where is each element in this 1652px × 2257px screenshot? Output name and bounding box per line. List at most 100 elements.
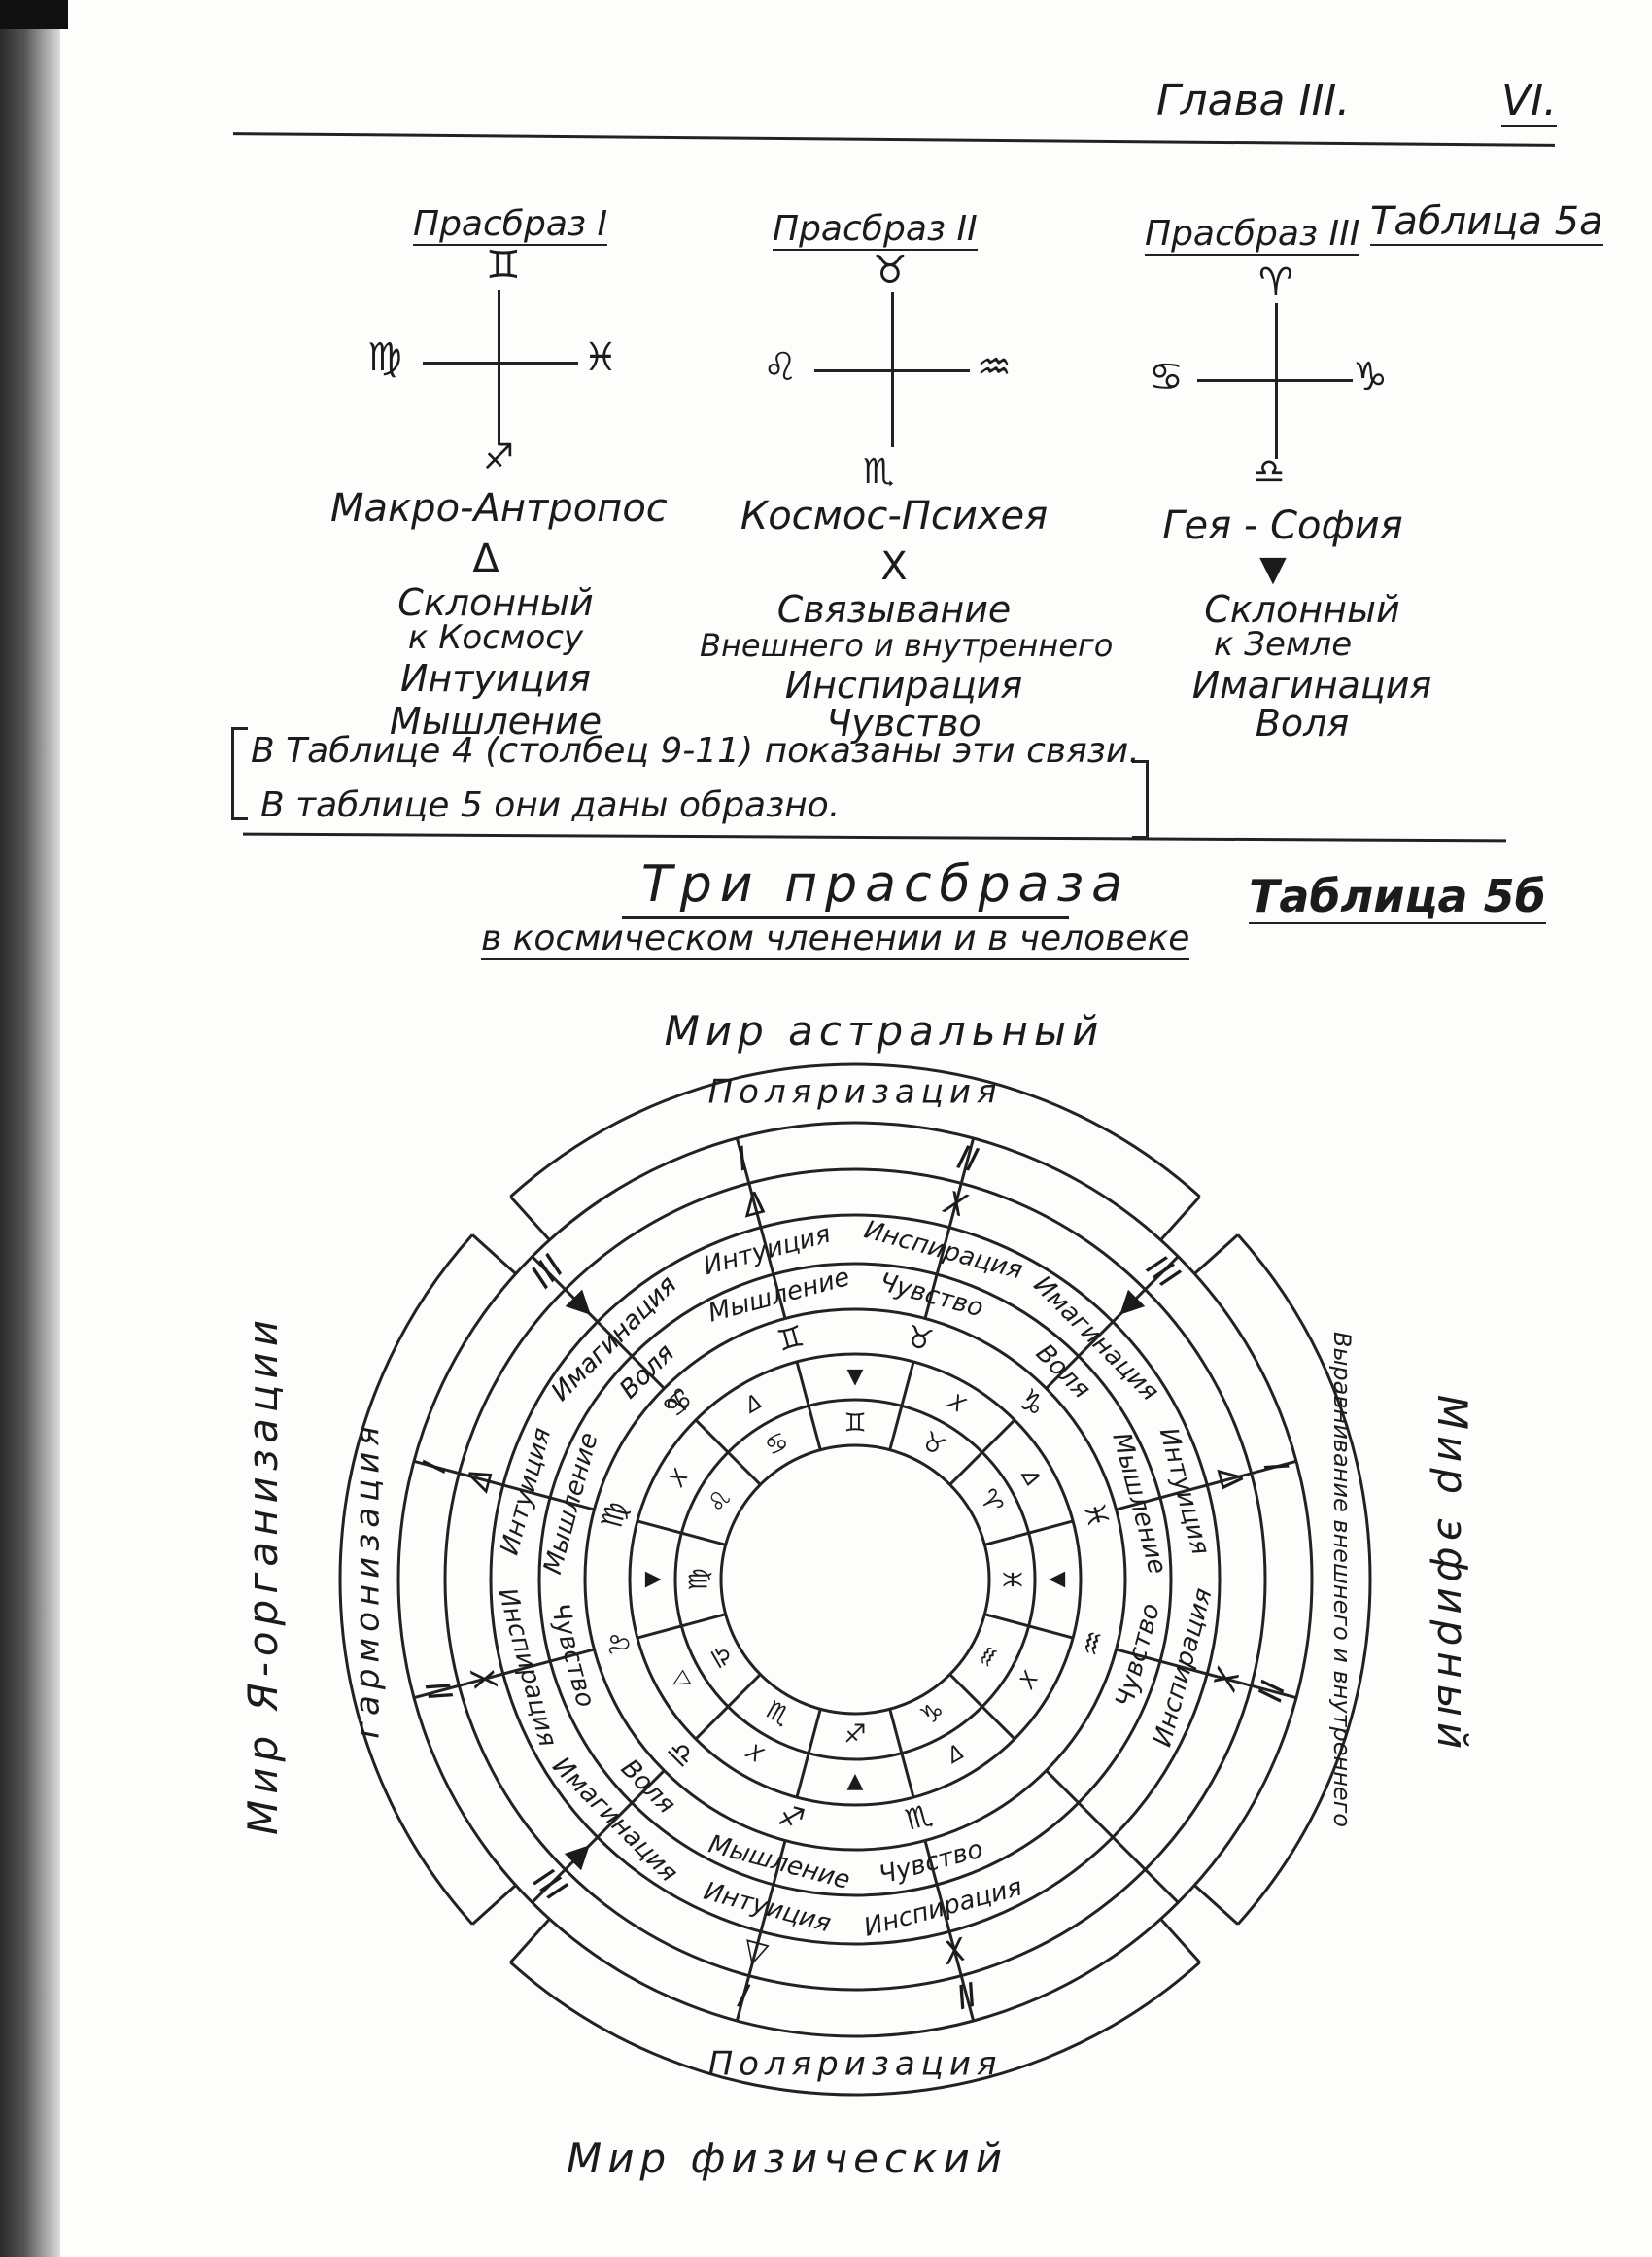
inner-symbol-2: Δ bbox=[1015, 1464, 1045, 1490]
inner-symbol-8: ▽ bbox=[666, 1667, 695, 1693]
note-bracket-left bbox=[231, 727, 248, 820]
prototype-1-right-sign: ♓ bbox=[583, 335, 618, 380]
sector-2-0-symbol: ▽ bbox=[740, 1930, 773, 1972]
ring-3 bbox=[583, 1307, 1127, 1852]
inner-sign-11: ♋ bbox=[760, 1426, 794, 1463]
sector-1-1-roman: II bbox=[1251, 1677, 1293, 1706]
outer-spoke-7 bbox=[923, 1840, 976, 2022]
sector-1-0-roman: I bbox=[1256, 1457, 1295, 1476]
prototype-2-name: Космос-Психея bbox=[740, 494, 1049, 538]
prototype-2-line-2: Внешнего и внутреннего bbox=[700, 627, 1114, 664]
sector-3-1-soul: Чувство bbox=[544, 1600, 600, 1710]
inner-spoke-8 bbox=[694, 1673, 762, 1741]
sector-3-0-sign: ♍ bbox=[595, 1498, 635, 1532]
prototype-3-line-4: Воля bbox=[1255, 702, 1350, 745]
binder-shadow bbox=[0, 0, 60, 2257]
binder-corner bbox=[0, 0, 68, 29]
band-edge-start-left bbox=[471, 1884, 517, 1926]
prototype-2-symbol: X bbox=[880, 544, 908, 589]
sector-2-1-symbol: X bbox=[938, 1930, 971, 1972]
prototype-3-title: Прасбраз III bbox=[1145, 214, 1360, 256]
sector-1-0-sign: ♓ bbox=[1076, 1498, 1116, 1532]
prototype-2-bottom-sign: ♏ bbox=[863, 452, 895, 492]
cross-2-horizontal bbox=[814, 369, 970, 372]
prototype-3-line-1: Склонный bbox=[1204, 588, 1400, 631]
inner-symbol-5: Δ bbox=[942, 1740, 968, 1769]
prototype-2-title: Прасбраз II bbox=[773, 209, 978, 251]
inner-spoke-9 bbox=[637, 1613, 727, 1640]
prototype-3-line-2: к Земле bbox=[1213, 625, 1353, 664]
ring-1 bbox=[673, 1398, 1037, 1761]
band-edge-end-top bbox=[1159, 1196, 1201, 1241]
band-label-top: Поляризация bbox=[708, 1073, 1003, 1112]
cross-3-horizontal bbox=[1197, 379, 1353, 382]
inner-sign-3: ♓ bbox=[997, 1568, 1026, 1590]
sector-0-1-roman: II bbox=[953, 1138, 982, 1181]
inner-symbol-0: ▼ bbox=[847, 1365, 864, 1389]
inner-spoke-11 bbox=[694, 1418, 762, 1486]
outer-spoke-11 bbox=[413, 1459, 595, 1511]
inner-sign-5: ♑ bbox=[915, 1695, 949, 1732]
sector-3-1-roman: II bbox=[417, 1677, 460, 1706]
inner-spoke-5 bbox=[948, 1673, 1016, 1741]
band-edge-end-bottom bbox=[509, 1918, 551, 1963]
band-outer-left bbox=[338, 1233, 474, 1926]
note-line-2: В таблице 5 они даны образно. bbox=[260, 785, 841, 825]
sector-3-1-sign: ♌ bbox=[597, 1626, 637, 1660]
sector-2-0-roman: I bbox=[734, 1977, 753, 2017]
inner-spoke-6 bbox=[888, 1708, 915, 1798]
sector-0-0-roman: I bbox=[733, 1139, 752, 1179]
inner-symbol-7: X bbox=[741, 1740, 768, 1769]
prototype-2-left-sign: ♌ bbox=[763, 345, 798, 390]
table-5b-title: Три прасбраза bbox=[641, 855, 1131, 914]
inner-sign-2: ♈ bbox=[972, 1484, 1009, 1518]
band-label-bottom: Поляризация bbox=[708, 2045, 1003, 2084]
outer-spoke-0 bbox=[531, 1255, 666, 1390]
sector-0-0-sign: ♊ bbox=[774, 1319, 808, 1359]
inner-sign-10: ♌ bbox=[702, 1484, 739, 1518]
inner-symbol-1: X bbox=[944, 1389, 970, 1418]
inner-sign-4: ♒ bbox=[971, 1640, 1008, 1674]
ring-6 bbox=[443, 1167, 1267, 1992]
wheel-rings bbox=[396, 1121, 1314, 2038]
outer-spoke-6 bbox=[1045, 1769, 1180, 1904]
prototype-2-right-sign: ♒ bbox=[977, 345, 1012, 390]
ring-0 bbox=[719, 1443, 991, 1716]
prototype-1-line-4: Мышление bbox=[389, 700, 602, 743]
ring-4 bbox=[537, 1262, 1173, 1897]
ring-2 bbox=[628, 1352, 1083, 1807]
inner-symbol-9: ▼ bbox=[640, 1571, 665, 1587]
prototype-2-line-3: Инспирация bbox=[784, 664, 1023, 707]
inner-spoke-2 bbox=[948, 1418, 1016, 1486]
inner-spoke-0 bbox=[795, 1361, 822, 1451]
outer-spoke-5 bbox=[1116, 1648, 1297, 1700]
sector-3-0-roman: I bbox=[415, 1457, 455, 1476]
note-bracket-right bbox=[1132, 760, 1149, 839]
world-label-ego: Мир Я-организации bbox=[239, 1314, 287, 1835]
inner-sign-8: ♎ bbox=[703, 1640, 740, 1674]
inner-sign-6: ♐ bbox=[843, 1720, 866, 1750]
prototype-3-top-sign: ♈ bbox=[1258, 260, 1293, 305]
table-5b-subtitle: в космическом членении и в человеке bbox=[481, 919, 1190, 960]
chapter-label: Глава III. bbox=[1156, 76, 1351, 125]
prototype-1-line-2: к Космосу bbox=[407, 618, 584, 657]
inner-spoke-7 bbox=[795, 1708, 822, 1798]
outer-spoke-10 bbox=[413, 1648, 595, 1700]
cross-1-horizontal bbox=[423, 362, 578, 365]
band-edge-end-left bbox=[471, 1233, 517, 1275]
inner-symbol-3: ▼ bbox=[1046, 1572, 1070, 1588]
prototype-1-line-1: Склонный bbox=[397, 581, 594, 624]
inner-spoke-3 bbox=[983, 1519, 1074, 1546]
outer-spoke-4 bbox=[1116, 1459, 1297, 1511]
sector-0-1-symbol: X bbox=[939, 1183, 972, 1225]
sector-1-1-sign: ♒ bbox=[1074, 1626, 1114, 1660]
inner-symbol-4: X bbox=[1015, 1667, 1045, 1693]
world-label-etheric: Мир эфирный bbox=[1428, 1395, 1476, 1754]
inner-spoke-10 bbox=[637, 1519, 727, 1546]
prototype-3-name: Гея - София bbox=[1162, 503, 1403, 548]
sector-0-1-sign: ♉ bbox=[903, 1319, 937, 1359]
note-line-1: В Таблице 4 (столбец 9-11) показаны эти … bbox=[251, 731, 1140, 771]
